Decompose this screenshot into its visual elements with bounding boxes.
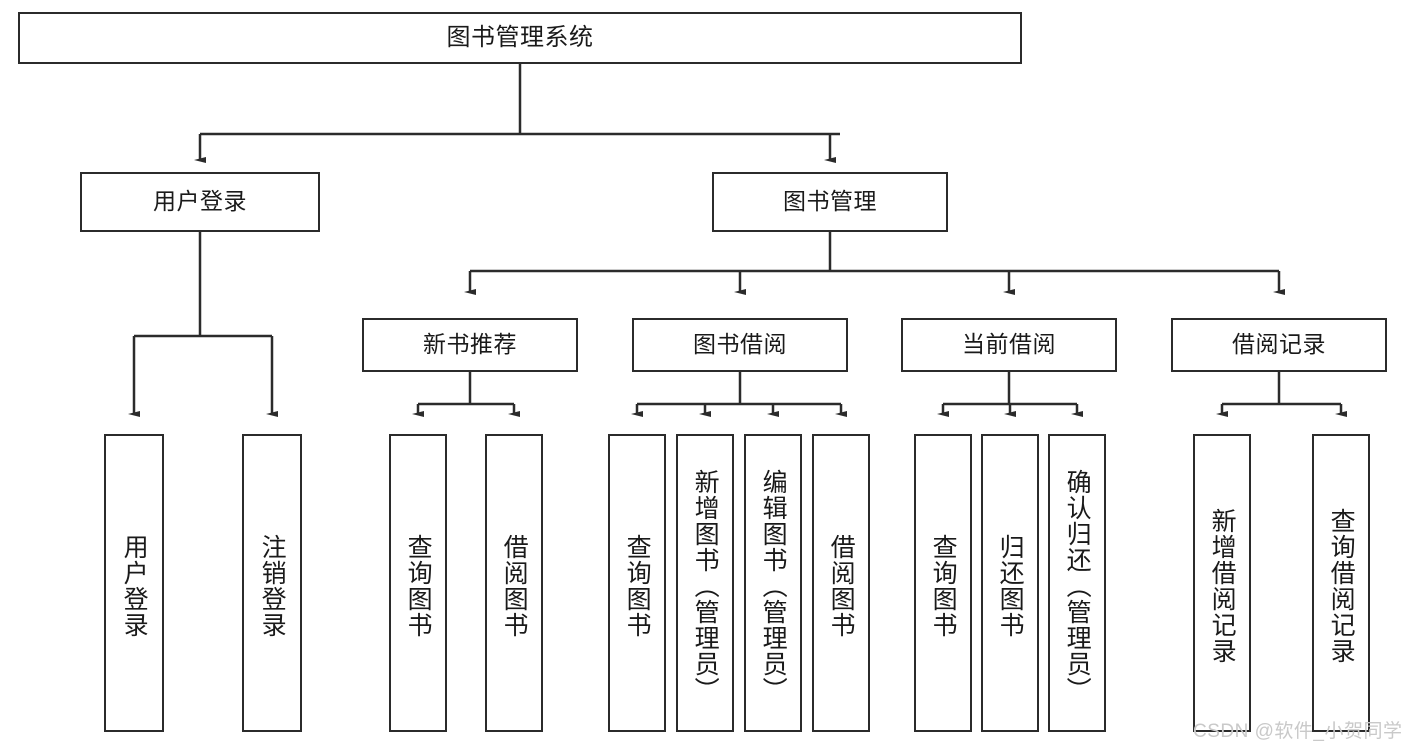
leaf-label: 查询借阅记录: [1327, 508, 1356, 664]
leaf-new-book-borrow[interactable]: 借阅图书: [485, 434, 543, 732]
leaf-current-return-book[interactable]: 归还图书: [981, 434, 1039, 732]
leaf-label: 新增借阅记录: [1208, 508, 1237, 664]
node-borrow-record-label: 借阅记录: [1232, 331, 1326, 358]
leaf-label: 借阅图书: [827, 534, 856, 638]
node-book-management[interactable]: 图书管理: [712, 172, 948, 232]
watermark-text: CSDN @软件_小贺同学: [1193, 721, 1403, 742]
leaf-user-login-login[interactable]: 用户登录: [104, 434, 164, 732]
node-book-borrow-label: 图书借阅: [693, 331, 787, 358]
leaf-label: 编辑图书（管理员）: [759, 469, 788, 703]
leaf-borrow-borrow-book[interactable]: 借阅图书: [812, 434, 870, 732]
leaf-label: 用户登录: [120, 534, 149, 638]
node-borrow-record[interactable]: 借阅记录: [1171, 318, 1387, 372]
leaf-current-query-book[interactable]: 查询图书: [914, 434, 972, 732]
leaf-label: 新增图书（管理员）: [691, 469, 720, 703]
leaf-record-add[interactable]: 新增借阅记录: [1193, 434, 1251, 732]
leaf-new-book-query[interactable]: 查询图书: [389, 434, 447, 732]
leaf-label: 查询图书: [929, 534, 958, 638]
node-book-management-label: 图书管理: [783, 188, 877, 215]
leaf-label: 归还图书: [996, 534, 1025, 638]
node-book-borrow[interactable]: 图书借阅: [632, 318, 848, 372]
node-user-login-label: 用户登录: [153, 188, 247, 215]
leaf-user-login-logout[interactable]: 注销登录: [242, 434, 302, 732]
leaf-current-confirm-return[interactable]: 确认归还（管理员）: [1048, 434, 1106, 732]
csdn-watermark: CSDN @软件_小贺同学: [1193, 716, 1402, 743]
leaf-label: 确认归还（管理员）: [1063, 469, 1092, 703]
leaf-label: 查询图书: [623, 534, 652, 638]
leaf-borrow-add-book[interactable]: 新增图书（管理员）: [676, 434, 734, 732]
leaf-borrow-edit-book[interactable]: 编辑图书（管理员）: [744, 434, 802, 732]
leaf-label: 注销登录: [258, 534, 287, 638]
leaf-label: 借阅图书: [500, 534, 529, 638]
node-user-login[interactable]: 用户登录: [80, 172, 320, 232]
node-root[interactable]: 图书管理系统: [18, 12, 1022, 64]
leaf-label: 查询图书: [404, 534, 433, 638]
node-new-book-recommend[interactable]: 新书推荐: [362, 318, 578, 372]
leaf-record-query[interactable]: 查询借阅记录: [1312, 434, 1370, 732]
node-new-book-recommend-label: 新书推荐: [423, 331, 517, 358]
node-current-borrow-label: 当前借阅: [962, 331, 1056, 358]
node-current-borrow[interactable]: 当前借阅: [901, 318, 1117, 372]
leaf-borrow-query-book[interactable]: 查询图书: [608, 434, 666, 732]
node-root-label: 图书管理系统: [446, 23, 594, 51]
